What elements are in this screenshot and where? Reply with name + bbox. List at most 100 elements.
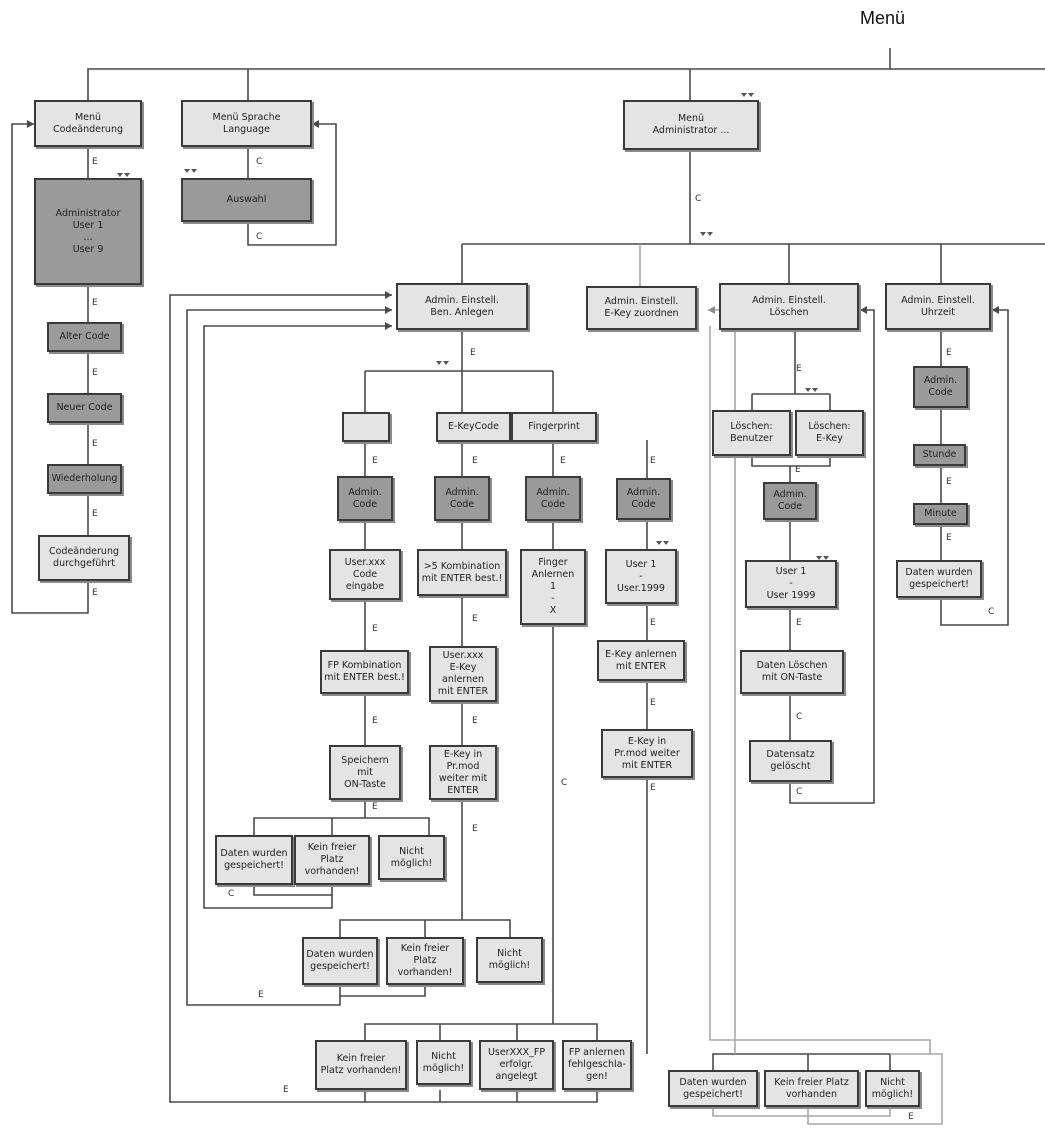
box-text-line: Pr.mod [446,760,480,772]
box-text-line: vorhanden! [304,866,360,877]
box-text-line: gen! [586,1071,608,1082]
box-text-line: E-KeyCode [448,421,499,432]
wire-r1-loop [203,325,392,909]
box-text-line: Code [777,501,803,512]
box-text-line: FP anlernen [568,1047,626,1058]
step-label-e: E [650,456,656,466]
marker-tri [816,556,822,560]
wire-lang-loop [247,123,337,246]
box-text-line: Code [352,568,378,580]
box-text-line: Nicht [399,845,424,857]
box-text-line: mit ENTER [621,759,673,771]
box-text-line: User.xxx [344,556,386,568]
box-text-line: anlernen [442,674,484,685]
wire-uh-loop [940,309,1009,626]
box-text-line: Datensatz [766,749,815,760]
box-text-line: möglich! [488,960,531,971]
arrow-anl-2 [385,306,392,314]
step-label-e: E [372,716,378,726]
box-text-line: 1 [549,581,557,592]
page-title: Menü [860,8,906,28]
step-label-e: E [92,368,98,378]
box-admin-code-c: Admin.Code [525,476,581,521]
wire-r2-loop [186,309,392,1006]
box-text-line: Finger [538,557,568,568]
box-text-line: E-Key in [627,735,667,747]
box-text-line: Daten wurden [306,949,374,960]
box-text-line: Menü [677,113,705,124]
box-text-line: ON-Taste [344,778,386,790]
box-text-line: Kein freier [336,1053,386,1064]
box-text-line: Daten wurden [679,1076,747,1088]
box-text-line: Admin. Einstell. [901,294,975,306]
box-text-line: gelöscht [770,761,811,772]
wire-lo-join [751,456,831,467]
wire-r1-split [253,817,430,835]
box-text-line: Löschen [769,306,809,318]
step-label-e: E [283,1085,289,1095]
box-admin-ekey: Admin. Einstell.E-Key zuordnen [586,286,697,330]
box-text-line: mit ENTER best.! [324,672,405,683]
box-text-line: Daten wurden [905,567,973,578]
box-text-line: Platz vorhanden! [320,1065,402,1076]
marker-tri [656,541,662,545]
wire-lo-loop [789,309,875,804]
marker-tri [700,232,706,236]
box-text-line: E-Key in [443,748,483,760]
arrow-loeschen [860,306,867,314]
step-label-e: E [372,624,378,634]
marker-tri [191,169,197,173]
wire-code-loop [11,123,89,614]
box-text-line: weiter mit [438,772,488,784]
box-text-line: möglich! [422,1062,465,1074]
marker-tri [117,173,123,177]
box-text-line: UserXXX_FP [487,1047,546,1058]
box-text-line: erfolgr. [499,1059,534,1070]
box-stunde: Stunde [913,444,966,466]
box-text-line: eingabe [345,580,385,592]
marker-tri [184,169,190,173]
step-label-c: C [988,607,995,617]
box-text-line: möglich! [390,857,433,869]
box-admin-code-e: Admin.Code [763,482,817,520]
step-label-c: C [228,889,235,899]
step-label-c: C [796,787,803,797]
box-text-line: Daten wurden [220,848,288,859]
box-text-line: ... [83,231,93,243]
box-text-line: Alter Code [59,331,110,342]
box-text-line: Anlernen [531,569,575,580]
box-text-line: fehlgeschla- [568,1059,626,1070]
box-text-line: mit ENTER [437,686,489,697]
marker-tri [707,232,713,236]
box-text-line: Platz [320,854,344,865]
box-text-line: Code [631,499,656,510]
box-text-line: Wiederholung [51,473,118,484]
box-text-line: Daten Löschen [756,660,828,671]
box-text-line: Neuer Code [56,402,113,413]
box-text-line: Admin. [536,486,570,498]
marker-tri [748,93,754,97]
step-label-e: E [258,990,264,1000]
marker-tri [663,541,669,545]
box-text-line: Codeänderung [48,546,120,557]
box-text-line: Kein freier Platz [774,1076,849,1088]
box-text-line: Admin. [445,486,479,498]
box-text-line: Administrator [55,207,121,219]
box-fingerprint: Fingerprint [511,412,597,442]
arrow-ekey [708,306,715,314]
step-label-e: E [92,588,98,598]
box-text-line: Nicht [880,1076,905,1088]
step-label-e: E [472,614,478,624]
